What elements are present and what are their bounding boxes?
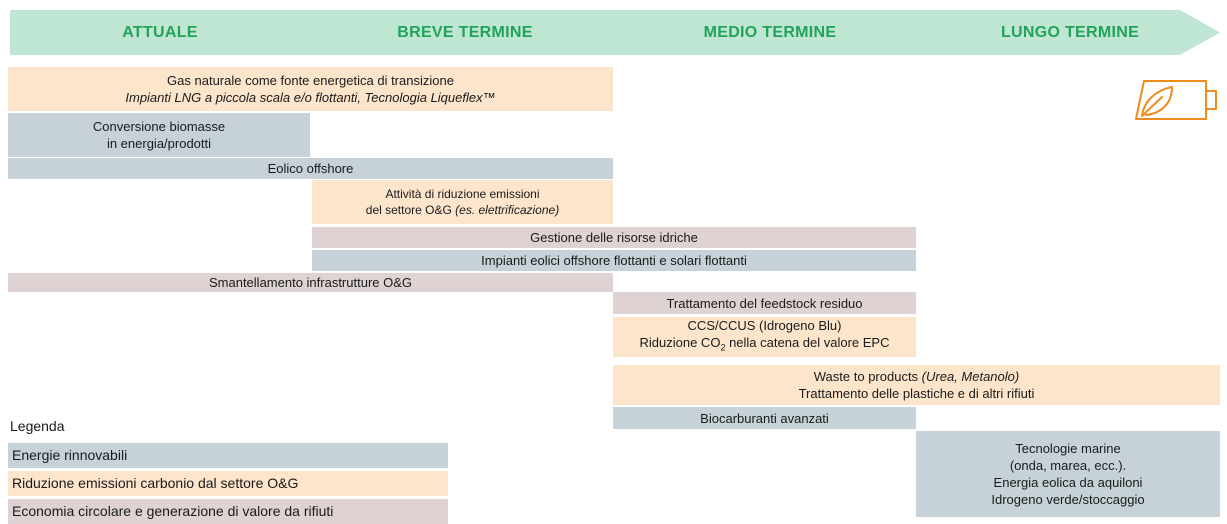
bar-conversione-biomasse: Conversione biomasse in energia/prodotti [8,113,310,157]
bar-ccs-line2: Riduzione CO2 nella catena del valore EP… [640,334,890,357]
bar-eolico-offshore: Eolico offshore [8,158,613,179]
bar-biocarburanti: Biocarburanti avanzati [613,407,916,429]
bar-biomasse-line2: in energia/prodotti [106,136,212,151]
bar-feedstock-residuo: Trattamento del feedstock residuo [613,292,916,314]
bar-ccs-line1: CCS/CCUS (Idrogeno Blu) [687,318,842,334]
bar-eolici-solari-flottanti: Impianti eolici offshore flottanti e sol… [312,250,916,271]
legend-item-circular-economy: Economia circolare e generazione di valo… [8,499,448,524]
legend-title: Legenda [10,418,65,434]
bar-flottanti-label: Impianti eolici offshore flottanti e sol… [481,253,747,268]
phase-medio-termine: MEDIO TERMINE [703,24,837,41]
bar-smantellamento: Smantellamento infrastrutture O&G [8,273,613,292]
bar-waste-to-products: Waste to products (Urea, Metanolo) Tratt… [613,365,1220,405]
bar-marine-line2: (onda, marea, ecc.). [1009,458,1127,473]
bar-ccs-line2-sub: 2 [720,342,726,353]
bar-riduzione-line2-b: (es. elettrificazione) [455,203,560,217]
bar-ccs-ccus: CCS/CCUS (Idrogeno Blu) Riduzione CO2 ne… [613,317,916,357]
bar-waste-line1-b: (Urea, Metanolo) [921,369,1020,384]
bar-riduzione-line2-a: del settore O&G [365,203,456,217]
bar-marine-line4: Idrogeno verde/stoccaggio [991,492,1145,507]
timeline-arrow [10,10,1220,55]
bar-ccs-line2-a: Riduzione CO [639,335,721,351]
bar-idriche-label: Gestione delle risorse idriche [530,230,698,245]
bar-waste-line1: Waste to products (Urea, Metanolo) [814,368,1019,385]
leaf-battery-icon [1135,80,1217,120]
legend-item-renewables: Energie rinnovabili [8,443,448,468]
bar-riduzione-line2: del settore O&G (es. elettrificazione) [366,202,559,218]
bar-biomasse-line1: Conversione biomasse [92,119,226,134]
bar-riduzione-line1: Attività di riduzione emissioni [385,187,540,201]
bar-gas-naturale: Gas naturale come fonte energetica di tr… [8,67,613,111]
bar-biocarburanti-label: Biocarburanti avanzati [700,410,829,426]
bar-gas-naturale-line1: Gas naturale come fonte energetica di tr… [167,73,454,88]
bar-waste-line2: Trattamento delle plastiche e di altri r… [798,386,1035,401]
legend-item-emission-reduction: Riduzione emissioni carbonio dal settore… [8,471,448,496]
bar-marine-line3: Energia eolica da aquiloni [993,475,1143,490]
bar-ccs-line2-b: nella catena del valore EPC [725,335,890,351]
bar-gestione-risorse-idriche: Gestione delle risorse idriche [312,227,916,248]
bar-tecnologie-marine: Tecnologie marine (onda, marea, ecc.). E… [916,431,1220,517]
phase-attuale: ATTUALE [122,24,198,41]
bar-waste-line1-a: Waste to products [813,369,922,384]
bar-riduzione-emissioni-og: Attività di riduzione emissioni del sett… [312,180,613,224]
phase-breve-termine: BREVE TERMINE [397,24,533,41]
bar-eolico-label: Eolico offshore [267,161,354,176]
bar-gas-naturale-line2: Impianti LNG a piccola scala e/o flottan… [125,90,496,105]
bar-feedstock-label: Trattamento del feedstock residuo [666,295,863,311]
phase-lungo-termine: LUNGO TERMINE [1000,24,1140,41]
bar-marine-line1: Tecnologie marine [1015,441,1121,456]
bar-smantellamento-label: Smantellamento infrastrutture O&G [208,275,413,290]
